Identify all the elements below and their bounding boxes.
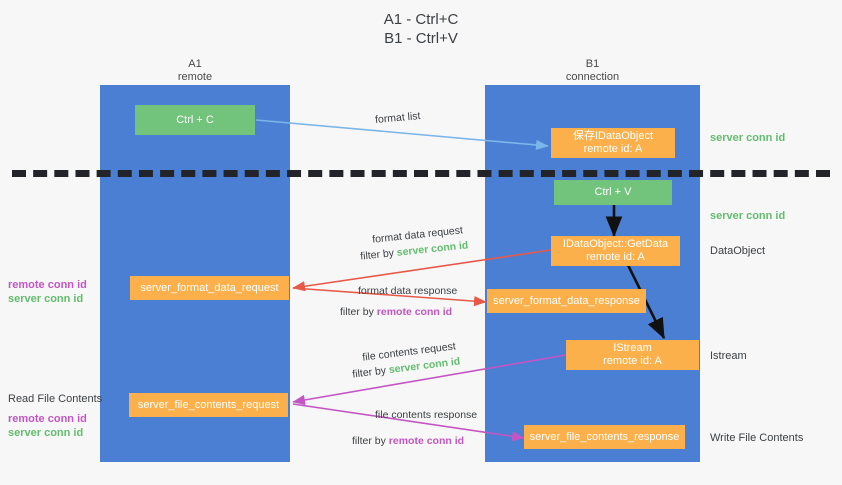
node-ctrl-v[interactable]: Ctrl + V <box>554 180 672 205</box>
edge-label-format-data-response: format data response <box>358 285 458 297</box>
right-label-istream: Istream <box>710 350 747 362</box>
left-label-remote-conn-id-2: remote conn id <box>8 413 87 425</box>
node-server-format-data-response[interactable]: server_format_data_response <box>487 289 646 313</box>
filter-value-remote-conn-id: remote conn id <box>376 306 453 318</box>
filter-prefix: filter by <box>359 246 398 263</box>
left-label-remote-conn-id-1: remote conn id <box>8 279 87 291</box>
filter-value-remote-conn-id: remote conn id <box>388 435 465 447</box>
right-label-server-conn-id-top: server conn id <box>710 132 786 144</box>
edge-label-format-data-response-filter: filter by remote conn id <box>340 305 452 319</box>
edge-label-file-contents-response: file contents response <box>375 409 478 421</box>
edge-label-format-list: format list <box>374 110 421 126</box>
node-server-file-contents-request[interactable]: server_file_contents_request <box>129 393 288 417</box>
node-idataobject-getdata[interactable]: IDataObject::GetData remote id: A <box>551 236 680 266</box>
filter-prefix: filter by <box>351 364 390 381</box>
left-label-server-conn-id-1: server conn id <box>8 293 84 305</box>
page-title: A1 - Ctrl+C B1 - Ctrl+V <box>383 11 459 47</box>
right-label-write-file-contents: Write File Contents <box>710 432 804 444</box>
column-header-b1: B1 connection <box>565 58 620 83</box>
filter-prefix: filter by <box>340 306 377 318</box>
column-header-a1: A1 remote <box>177 58 213 83</box>
phase-divider <box>12 170 830 177</box>
node-server-format-data-request[interactable]: server_format_data_request <box>130 276 289 300</box>
left-label-read-file-contents: Read File Contents <box>8 393 103 405</box>
left-label-server-conn-id-2: server conn id <box>8 427 84 439</box>
node-ctrl-c[interactable]: Ctrl + C <box>135 105 255 135</box>
edge-label-file-contents-response-filter: filter by remote conn id <box>352 434 464 448</box>
node-server-file-contents-response[interactable]: server_file_contents_response <box>524 425 685 449</box>
node-istream[interactable]: IStream remote id: A <box>566 340 699 370</box>
right-label-server-conn-id-mid: server conn id <box>710 210 786 222</box>
node-save-idataobject[interactable]: 保存IDataObject remote id: A <box>551 128 675 158</box>
right-label-dataobject: DataObject <box>710 245 766 257</box>
filter-prefix: filter by <box>352 435 389 447</box>
